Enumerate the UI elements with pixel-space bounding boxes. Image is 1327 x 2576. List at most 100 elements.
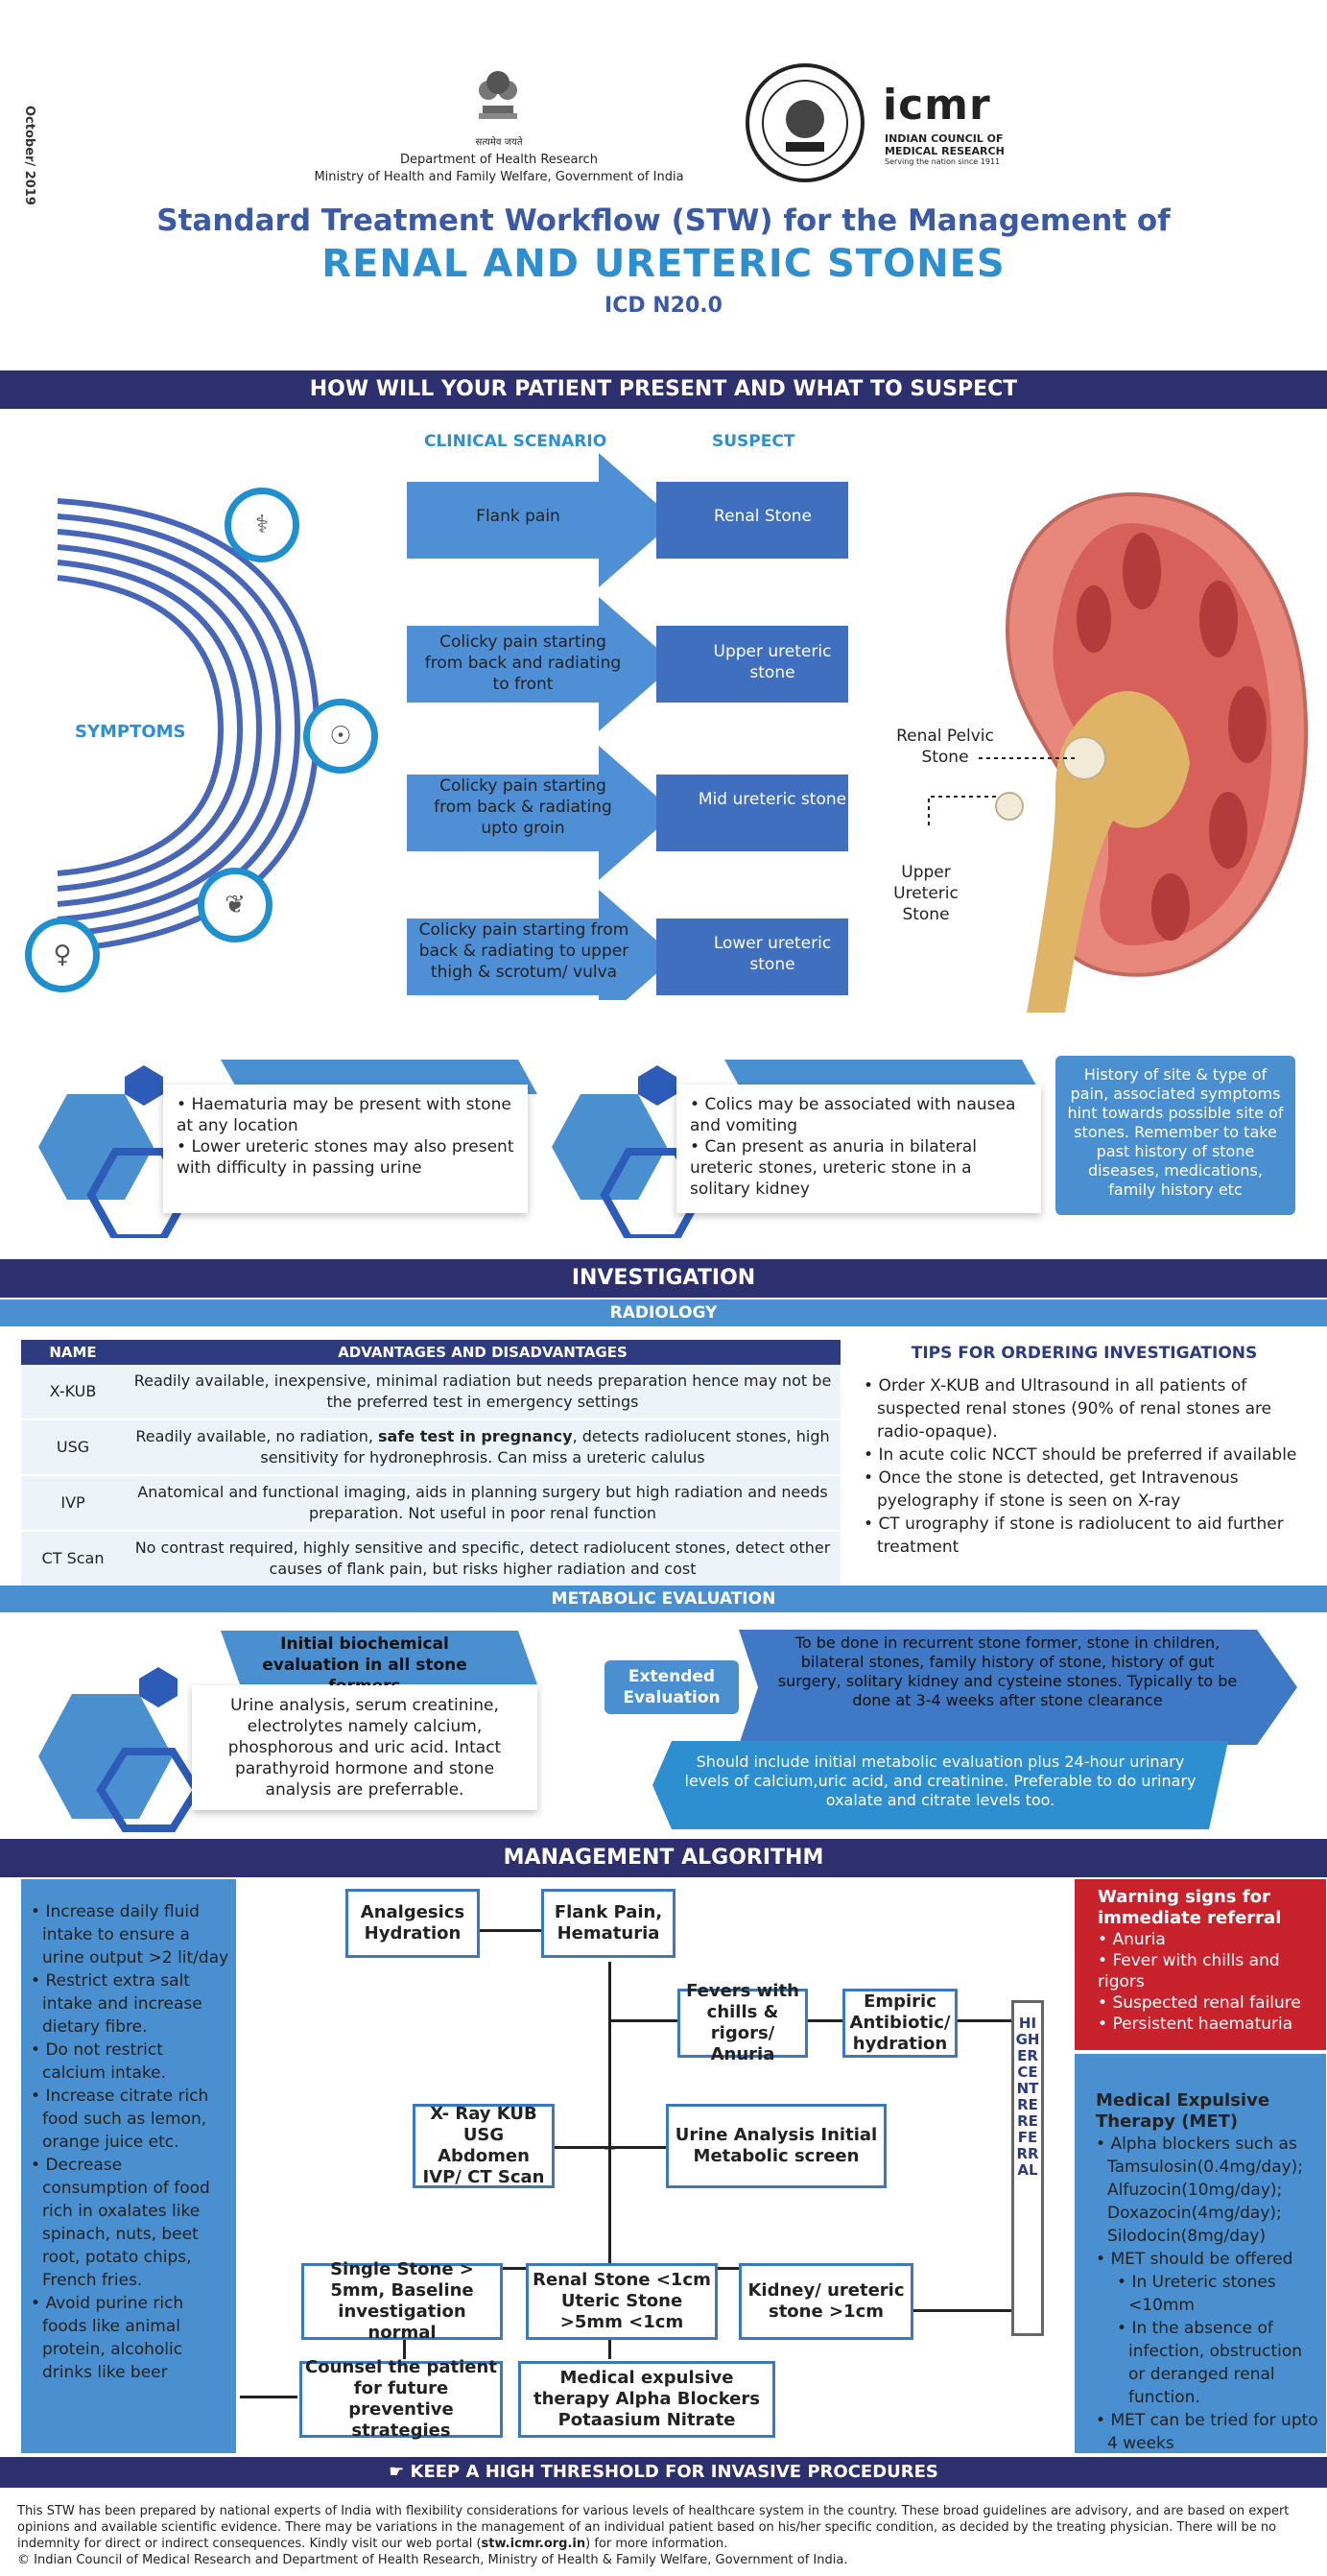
box-met: Medical expulsive therapy Alpha Blockers… (518, 2361, 775, 2438)
note1-item: • Haematuria may be present with stone a… (177, 1095, 511, 1135)
advice-item: • Do not restrict calcium intake. (31, 2040, 166, 2083)
box-single-stone: Single Stone > 5mm, Baseline investigati… (301, 2259, 503, 2343)
scenario-1: Flank pain (476, 507, 560, 526)
warning-item: • Persistent haematuria (1098, 2015, 1293, 2034)
col-scenario: CLINICAL SCENARIO (424, 432, 607, 451)
portal-link[interactable]: stw.icmr.org.in (481, 2537, 586, 2551)
extended-text-2: Should include initial metabolic evaluat… (684, 1753, 1197, 1809)
note1-item: • Lower ureteric stones may also present… (177, 1137, 514, 1178)
left-advice-list: • Increase daily fluid intake to ensure … (31, 1900, 230, 2384)
plus-sign: + (603, 2138, 618, 2159)
row-text: Readily available, inexpensive, minimal … (125, 1365, 841, 1420)
warning-box: Warning signs for immediate referral • A… (1075, 1879, 1326, 2050)
icd-code: ICD N20.0 (604, 294, 723, 318)
line (555, 2146, 666, 2149)
left-panel (21, 1879, 236, 2453)
metabolic-band: METABOLIC EVALUATION (0, 1586, 1327, 1612)
advice-item: • Avoid purine rich foods like animal pr… (31, 2294, 184, 2382)
row-text: Readily available, no radiation, safe te… (125, 1419, 841, 1476)
kidney-illustration (995, 491, 1308, 1013)
emblem-motto: सत्यमेव जयते (475, 137, 523, 148)
scenario-4: Colicky pain starting from back & radiat… (418, 920, 629, 982)
line (808, 2019, 842, 2022)
tip-item: • Order X-KUB and Ultrasound in all pati… (864, 1376, 1272, 1442)
kidney-icon: ⚕ (225, 488, 299, 562)
met-list: Medical Expulsive Therapy (MET) • Alpha … (1096, 2090, 1320, 2455)
national-emblem-icon (479, 71, 517, 119)
advice-item: • Decrease consumption of food rich in o… (31, 2156, 210, 2290)
advice-item: • Increase daily fluid intake to ensure … (31, 1902, 229, 1968)
box-analgesics: Analgesics Hydration (345, 1889, 480, 1958)
warning-item: • Anuria (1098, 1930, 1166, 1949)
row-name: IVP (21, 1475, 125, 1532)
scenario-2: Colicky pain starting from back and radi… (424, 632, 622, 694)
page-subtitle: RENAL AND URETERIC STONES (321, 242, 1006, 286)
higher-referral-box (1011, 2000, 1044, 2336)
extended-text-1: To be done in recurrent stone former, st… (777, 1634, 1238, 1709)
met-item: • MET should be offered (1096, 2250, 1293, 2269)
suspect-1: Renal Stone (714, 507, 812, 526)
symptoms-label: SYMPTOMS (75, 722, 186, 742)
met-subitem: • In Ureteric stones <10mm (1117, 2273, 1276, 2315)
date-label: October/ 2019 (22, 106, 36, 205)
pelvis-icon: ♀ (25, 918, 100, 992)
tip-item: • In acute colic NCCT should be preferre… (864, 1445, 1297, 1465)
scenario-arrows (407, 453, 848, 1000)
label-renal-pelvic: Renal Pelvic Stone (896, 727, 994, 767)
row-name: X-KUB (21, 1365, 125, 1420)
note1: • Haematuria may be present with stone a… (163, 1085, 528, 1213)
line (608, 1962, 611, 2269)
line (403, 2338, 406, 2359)
advice-item: • Increase citrate rich food such as lem… (31, 2087, 209, 2152)
note3: History of site & type of pain, associat… (1055, 1056, 1295, 1215)
box-flank-pain: Flank Pain, Hematuria (541, 1889, 675, 1958)
icmr-tagline: Serving the nation since 1911 (885, 157, 1001, 166)
note2-item: • Can present as anuria in bilateral ure… (690, 1137, 977, 1199)
line (608, 2019, 677, 2022)
met-title: Medical Expulsive Therapy (MET) (1096, 2090, 1270, 2132)
dept-name: Department of Health Research (400, 153, 598, 167)
row-name: CT Scan (21, 1531, 125, 1587)
suspect-4: Lower ureteric stone (713, 934, 832, 974)
box-renal-stone: Renal Stone <1cm Uteric Stone >5mm <1cm (526, 2263, 718, 2340)
tip-item: • CT urography if stone is radiolucent t… (864, 1515, 1284, 1557)
box-xray: X- Ray KUB USG Abdomen IVP/ CT Scan (413, 2104, 555, 2188)
footer-disclaimer: This STW has been prepared by national e… (17, 2504, 1290, 2567)
suspect-3: Mid ureteric stone (698, 790, 847, 809)
met-panel (1075, 2054, 1326, 2453)
icmr-logo: icmr (883, 81, 991, 130)
higher-referral-label: HIGHER CENTRE REFERRAL (1015, 2015, 1040, 2179)
hand-icon: ☛ (389, 2462, 411, 2482)
met-item: • MET can be tried for upto 4 weeks (1096, 2411, 1318, 2453)
advice-item: • Restrict extra salt intake and increas… (31, 1971, 202, 2037)
stone-callout-lines (928, 757, 1075, 825)
col-name: NAME (21, 1340, 125, 1365)
line (480, 1929, 541, 1932)
stomach-icon: ☉ (303, 699, 378, 774)
line (958, 2019, 1011, 2022)
box-counsel: Counsel the patient for future preventiv… (299, 2357, 503, 2441)
box-empiric: Empiric Antibiotic/ hydration (842, 1989, 958, 2058)
initial-eval-text: Urine analysis, serum creatinine, electr… (192, 1685, 537, 1810)
radiology-band: RADIOLOGY (0, 1300, 1327, 1326)
note2-item: • Colics may be associated with nausea a… (690, 1095, 1016, 1135)
box-kidney-stone: Kidney/ ureteric stone >1cm (739, 2263, 913, 2340)
tips-title: TIPS FOR ORDERING INVESTIGATIONS (911, 1344, 1258, 1363)
line (913, 2309, 1011, 2312)
note2: • Colics may be associated with nausea a… (676, 1085, 1041, 1213)
ministry-name: Ministry of Health and Family Welfare, G… (314, 170, 684, 184)
label-upper-ureteric: Upper Ureteric Stone (893, 863, 959, 924)
icmr-seal-icon (746, 63, 865, 182)
row-text: Anatomical and functional imaging, aids … (125, 1475, 841, 1532)
present-band: HOW WILL YOUR PATIENT PRESENT AND WHAT T… (0, 370, 1327, 409)
page-title: Standard Treatment Workflow (STW) for th… (156, 203, 1171, 238)
kidneys-pair-icon: ❦ (198, 868, 273, 942)
warning-title: Warning signs for immediate referral (1098, 1887, 1282, 1928)
line (608, 2338, 611, 2359)
investigation-band: INVESTIGATION (0, 1259, 1327, 1298)
management-band: MANAGEMENT ALGORITHM (0, 1839, 1327, 1877)
